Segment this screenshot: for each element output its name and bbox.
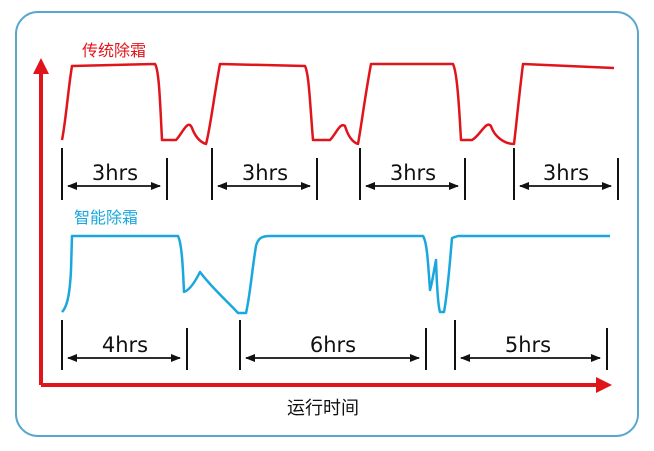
traditional-interval-markers bbox=[61, 148, 619, 200]
smart-defrost-waveform bbox=[61, 234, 610, 315]
y-axis-arrow bbox=[33, 58, 49, 74]
smart-interval-markers bbox=[61, 320, 608, 370]
traditional-interval-label: 3hrs bbox=[92, 161, 138, 185]
traditional-interval-label: 3hrs bbox=[242, 161, 288, 185]
axes bbox=[33, 58, 612, 393]
traditional-interval-label: 3hrs bbox=[390, 161, 436, 185]
traditional-defrost-waveform bbox=[60, 62, 615, 146]
smart-interval-label: 5hrs bbox=[505, 333, 551, 357]
smart-defrost-label: 智能除霜 bbox=[74, 208, 138, 227]
x-axis-label: 运行时间 bbox=[287, 398, 359, 419]
traditional-defrost-label: 传统除霜 bbox=[82, 41, 146, 60]
x-axis-arrow bbox=[596, 377, 612, 393]
traditional-interval-label: 3hrs bbox=[543, 161, 589, 185]
smart-interval-label: 6hrs bbox=[310, 333, 356, 357]
smart-interval-label: 4hrs bbox=[102, 333, 148, 357]
diagram-frame bbox=[15, 11, 639, 437]
